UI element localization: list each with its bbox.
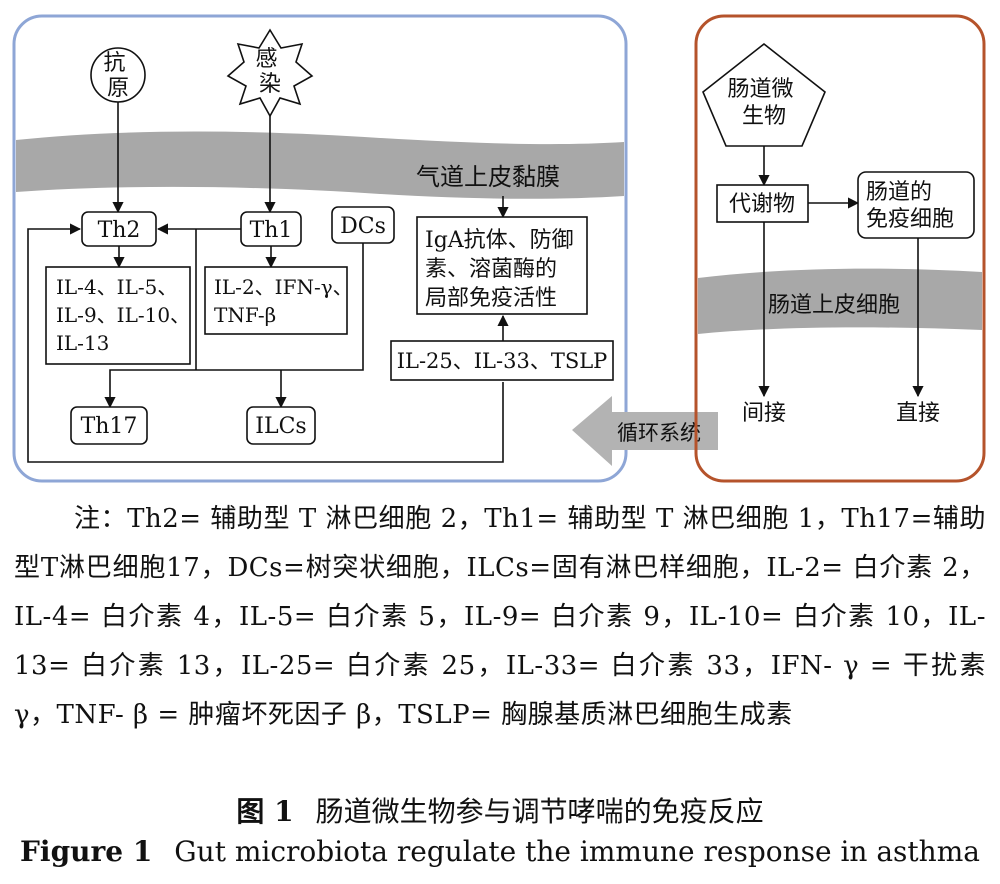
th2-cytokines-line-2: IL-9、IL-10、: [56, 303, 190, 327]
iga-text: IgA抗体、防御 素、溶菌酶的 局部免疫活性: [425, 228, 581, 311]
th17-label: Th17: [81, 414, 138, 439]
indirect-label: 间接: [742, 401, 786, 426]
th2-cytokines-line-3: IL-13: [56, 331, 109, 355]
gut-microbiota-line-2: 生物: [742, 104, 786, 129]
th1-cytokines-line-2: TNF-β: [214, 303, 276, 327]
gut-epithelium-label: 肠道上皮细胞: [768, 293, 900, 318]
metabolites-label: 代谢物: [729, 192, 795, 217]
gut-immune-cells-line-1: 肠道的: [866, 180, 932, 205]
gut-microbiota-line-1: 肠道微: [727, 77, 793, 102]
th1-cytokines-box: [204, 266, 348, 335]
infection-char-1: 感: [255, 47, 277, 72]
loop-bottom-to-th2: [27, 223, 504, 463]
left-panel-border: [12, 14, 628, 483]
gut-microbiota-label: 肠道微 生物: [727, 77, 800, 129]
iga-line-3: 局部免疫活性: [425, 286, 557, 311]
antigen-label: 抗 原: [103, 51, 132, 101]
infection-char-2: 染: [259, 72, 281, 97]
circulation-arrow: [572, 396, 718, 466]
iga-line-1: IgA抗体、防御: [425, 228, 574, 253]
ilcs-node: [246, 406, 316, 445]
iga-box: [416, 216, 588, 315]
th1-cytokines-line-1: IL-2、IFN-γ、: [214, 275, 353, 299]
th17-node: [70, 406, 148, 445]
gut-immune-cells-node: [857, 171, 975, 239]
connector-dcs-down: [196, 243, 364, 371]
circulation-label: 循环系统: [617, 421, 701, 445]
gut-epithelium-band: [698, 268, 982, 334]
alarmins-box: [390, 340, 614, 381]
th2-cytokines-box: [45, 266, 191, 365]
abbreviation-note: 注：Th2= 辅助型 T 淋巴细胞 2，Th1= 辅助型 T 淋巴细胞 1，Th…: [14, 504, 986, 730]
figure-title-cn: 肠道微生物参与调节哮喘的免疫反应: [315, 795, 764, 828]
alarmins-label: IL-25、IL-33、TSLP: [397, 349, 608, 373]
gut-immune-cells-line-2: 免疫细胞: [866, 207, 954, 232]
th2-label: Th2: [98, 218, 141, 243]
figure-label-cn: 图 1: [236, 795, 294, 828]
airway-mucosa-band: [16, 131, 624, 199]
iga-line-2: 素、溶菌酶的: [425, 257, 557, 282]
gut-immune-cells-label: 肠道的 免疫细胞: [866, 180, 954, 232]
th2-cytokines-text: IL-4、IL-5、 IL-9、IL-10、 IL-13: [56, 275, 196, 355]
dcs-label: DCs: [340, 214, 386, 239]
ilcs-label: ILCs: [255, 414, 306, 439]
airway-mucosa-label: 气道上皮黏膜: [416, 163, 560, 191]
asthma-immune-diagram: 气道上皮黏膜 抗 原 感 染 Th2 Th1 DCs IL-4、IL-5、 IL…: [12, 14, 986, 483]
right-panel-border: [694, 14, 986, 483]
direct-label: 直接: [896, 401, 940, 426]
figure-caption-en: Figure 1 Gut microbiota regulate the immu…: [0, 835, 1000, 868]
infection-label: 感 染: [255, 47, 284, 97]
arrow-to-th17: [104, 369, 196, 409]
th2-cytokines-line-1: IL-4、IL-5、: [56, 275, 177, 299]
antigen-char-2: 原: [107, 76, 129, 101]
th1-cytokines-text: IL-2、IFN-γ、 TNF-β: [214, 275, 359, 327]
antigen-char-1: 抗: [103, 51, 125, 76]
th1-label: Th1: [250, 218, 293, 243]
metabolites-node: [716, 184, 809, 223]
figure-label-en: Figure 1: [20, 835, 153, 868]
figure-title-en: Gut microbiota regulate the immune respo…: [174, 835, 980, 868]
figure-caption-cn: 图 1 肠道微生物参与调节哮喘的免疫反应: [0, 790, 1000, 830]
